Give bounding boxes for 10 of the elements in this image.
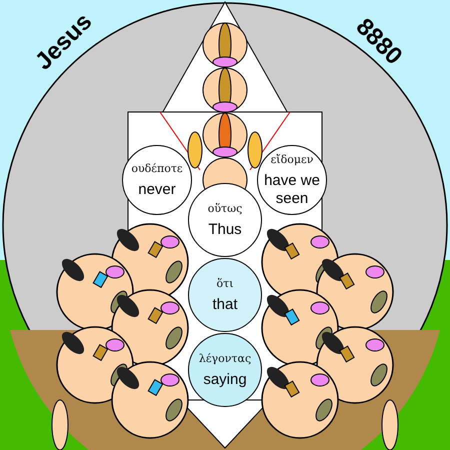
greek-word: εἴδομεν [270,153,314,166]
translation: never [138,180,176,198]
greek-word: λέγοντας [198,352,252,365]
greek-word: ουδέποτε [131,162,183,175]
translation: that [212,296,238,314]
greek-word: ὅτι [216,276,234,290]
translation: have we seen [263,172,321,207]
greek-word: οὕτως [208,202,242,215]
translation: Thus [208,220,242,238]
translation: saying [203,370,247,388]
